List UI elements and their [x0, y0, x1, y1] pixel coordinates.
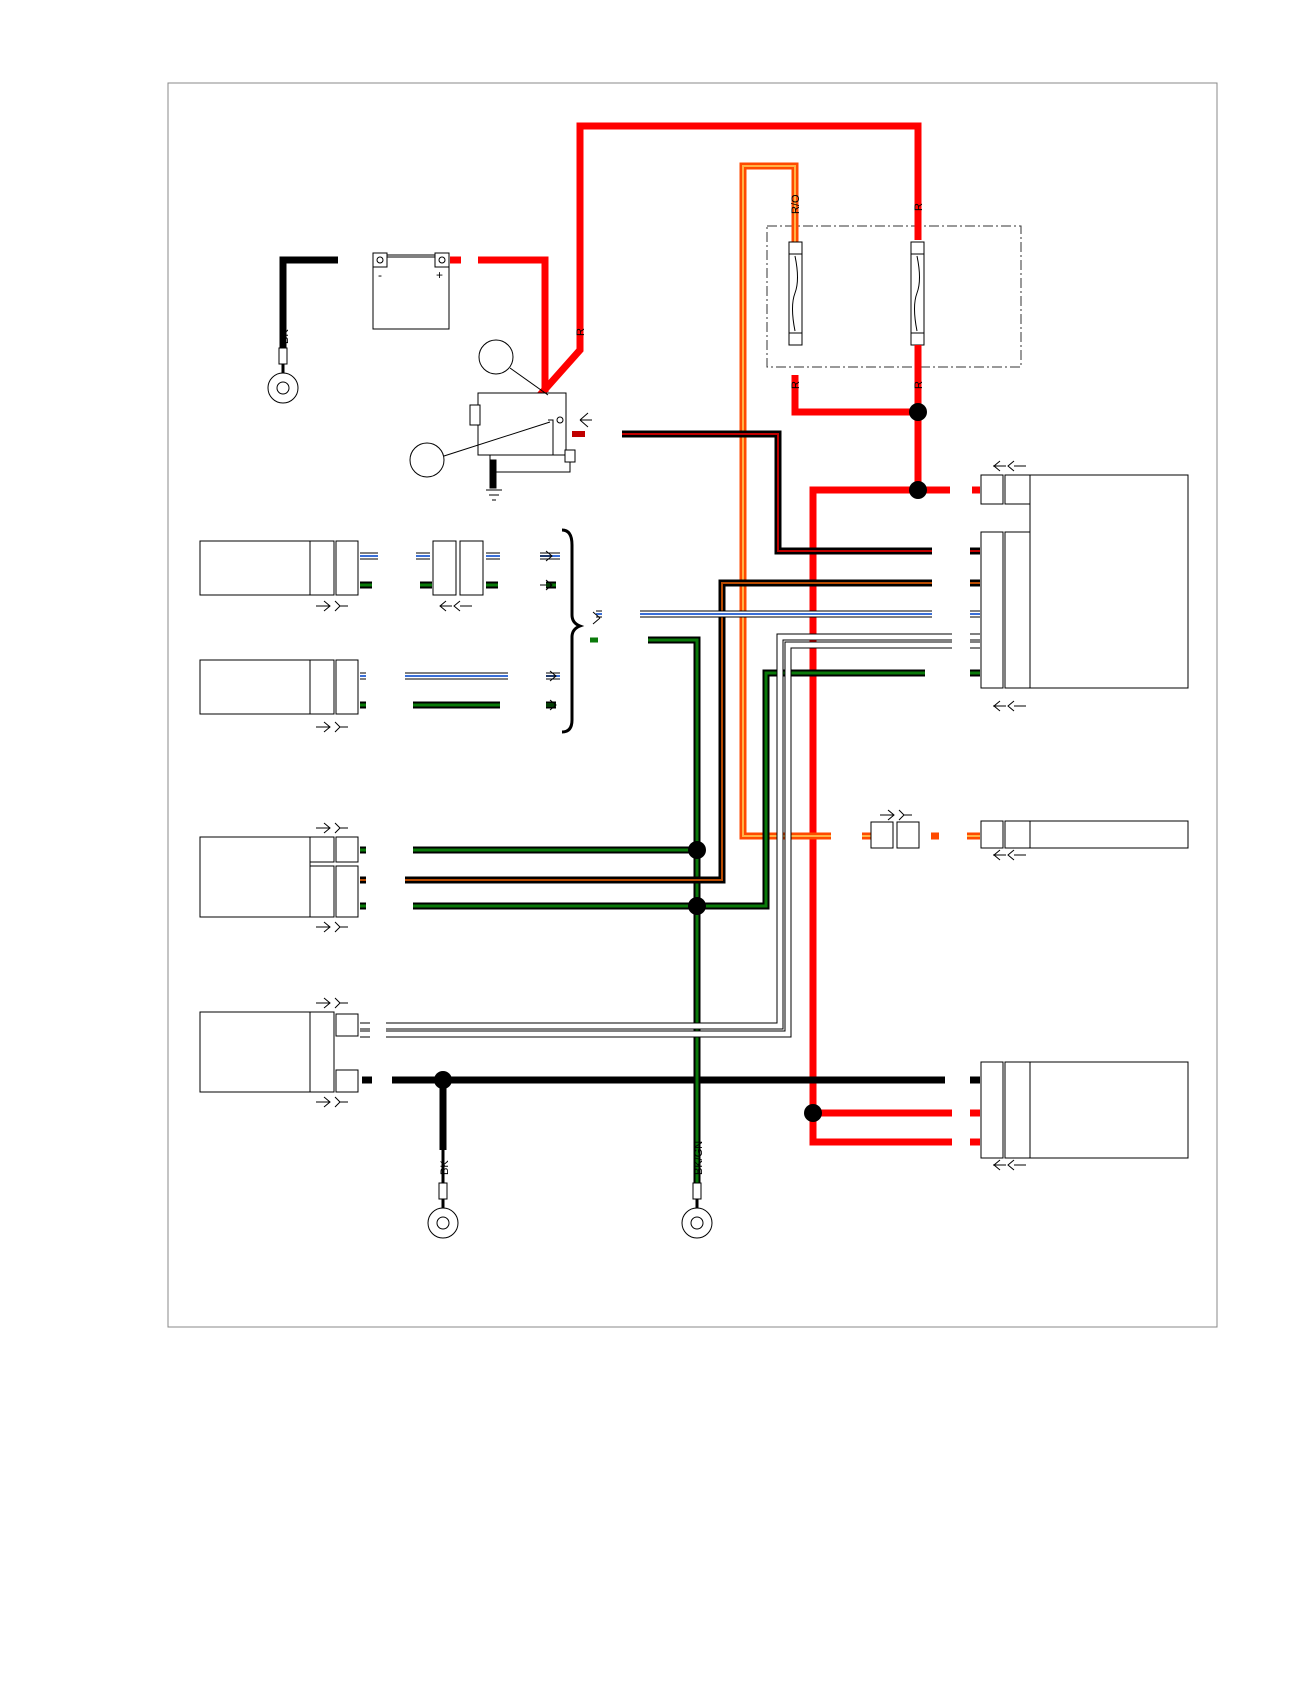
junction-red-lower	[804, 1104, 822, 1122]
orange-wire	[739, 162, 980, 840]
left-module-4	[199, 1011, 359, 1093]
right-module-middle	[980, 820, 1189, 849]
junction-dots	[434, 403, 927, 1122]
ring-terminal-top	[267, 347, 299, 404]
white-wires	[360, 633, 980, 1038]
label-bk-top: BK	[279, 329, 291, 344]
label-bk-gn-bottom: BK/GN	[693, 1141, 705, 1175]
left-module-1	[199, 540, 359, 596]
black-wires	[279, 256, 980, 1150]
label-r-o-fuse: R/O	[790, 194, 802, 214]
junction-red-upper	[909, 481, 927, 499]
wire-battery-negative	[279, 256, 338, 350]
wire-starter-to-fuse	[537, 122, 922, 398]
label-bk-bottom: BK	[439, 1160, 451, 1175]
callout-circle-lower	[409, 442, 445, 478]
fuse-right	[910, 241, 925, 346]
fuse-box-outline	[766, 225, 1022, 368]
label-r-fuse-left-bottom: R	[790, 381, 802, 389]
ring-terminal-bk	[427, 1150, 459, 1239]
label-r-fuse-top: R	[913, 203, 925, 211]
red-wires	[450, 122, 980, 1146]
junction-fuse-out	[909, 403, 927, 421]
wire-battery-to-starter	[478, 256, 549, 392]
wire-fuse-left-out	[791, 375, 918, 416]
inline-connector-blue-green	[432, 540, 484, 596]
starter-motor	[469, 392, 592, 501]
fuse-left	[788, 241, 803, 346]
junction-ground	[434, 1071, 452, 1089]
callout-circles	[409, 339, 551, 478]
label-r-fuse-right-bottom: R	[913, 381, 925, 389]
left-module-3	[199, 836, 359, 918]
left-module-2	[199, 659, 359, 715]
junction-green-lower	[688, 897, 706, 915]
ring-terminal-bkgn	[681, 1182, 713, 1239]
black-red-wire	[572, 430, 980, 555]
junction-green-upper	[688, 841, 706, 859]
green-wires	[360, 579, 980, 1185]
inline-connector-r-o	[870, 821, 920, 849]
wire-r-o-inner	[742, 165, 831, 837]
battery-plus-label: +	[436, 268, 443, 282]
battery-minus-label: -	[378, 268, 382, 282]
wire-red-trunk	[809, 486, 952, 1146]
right-module-bottom	[980, 1061, 1189, 1159]
harness-brace	[561, 528, 585, 734]
callout-circle-upper	[478, 339, 514, 375]
battery: - +	[372, 252, 450, 330]
right-module-top	[980, 474, 1189, 689]
connector-arrows	[316, 460, 1026, 1171]
diagram-frame	[167, 82, 1218, 1328]
label-r-starter: R	[575, 328, 587, 336]
